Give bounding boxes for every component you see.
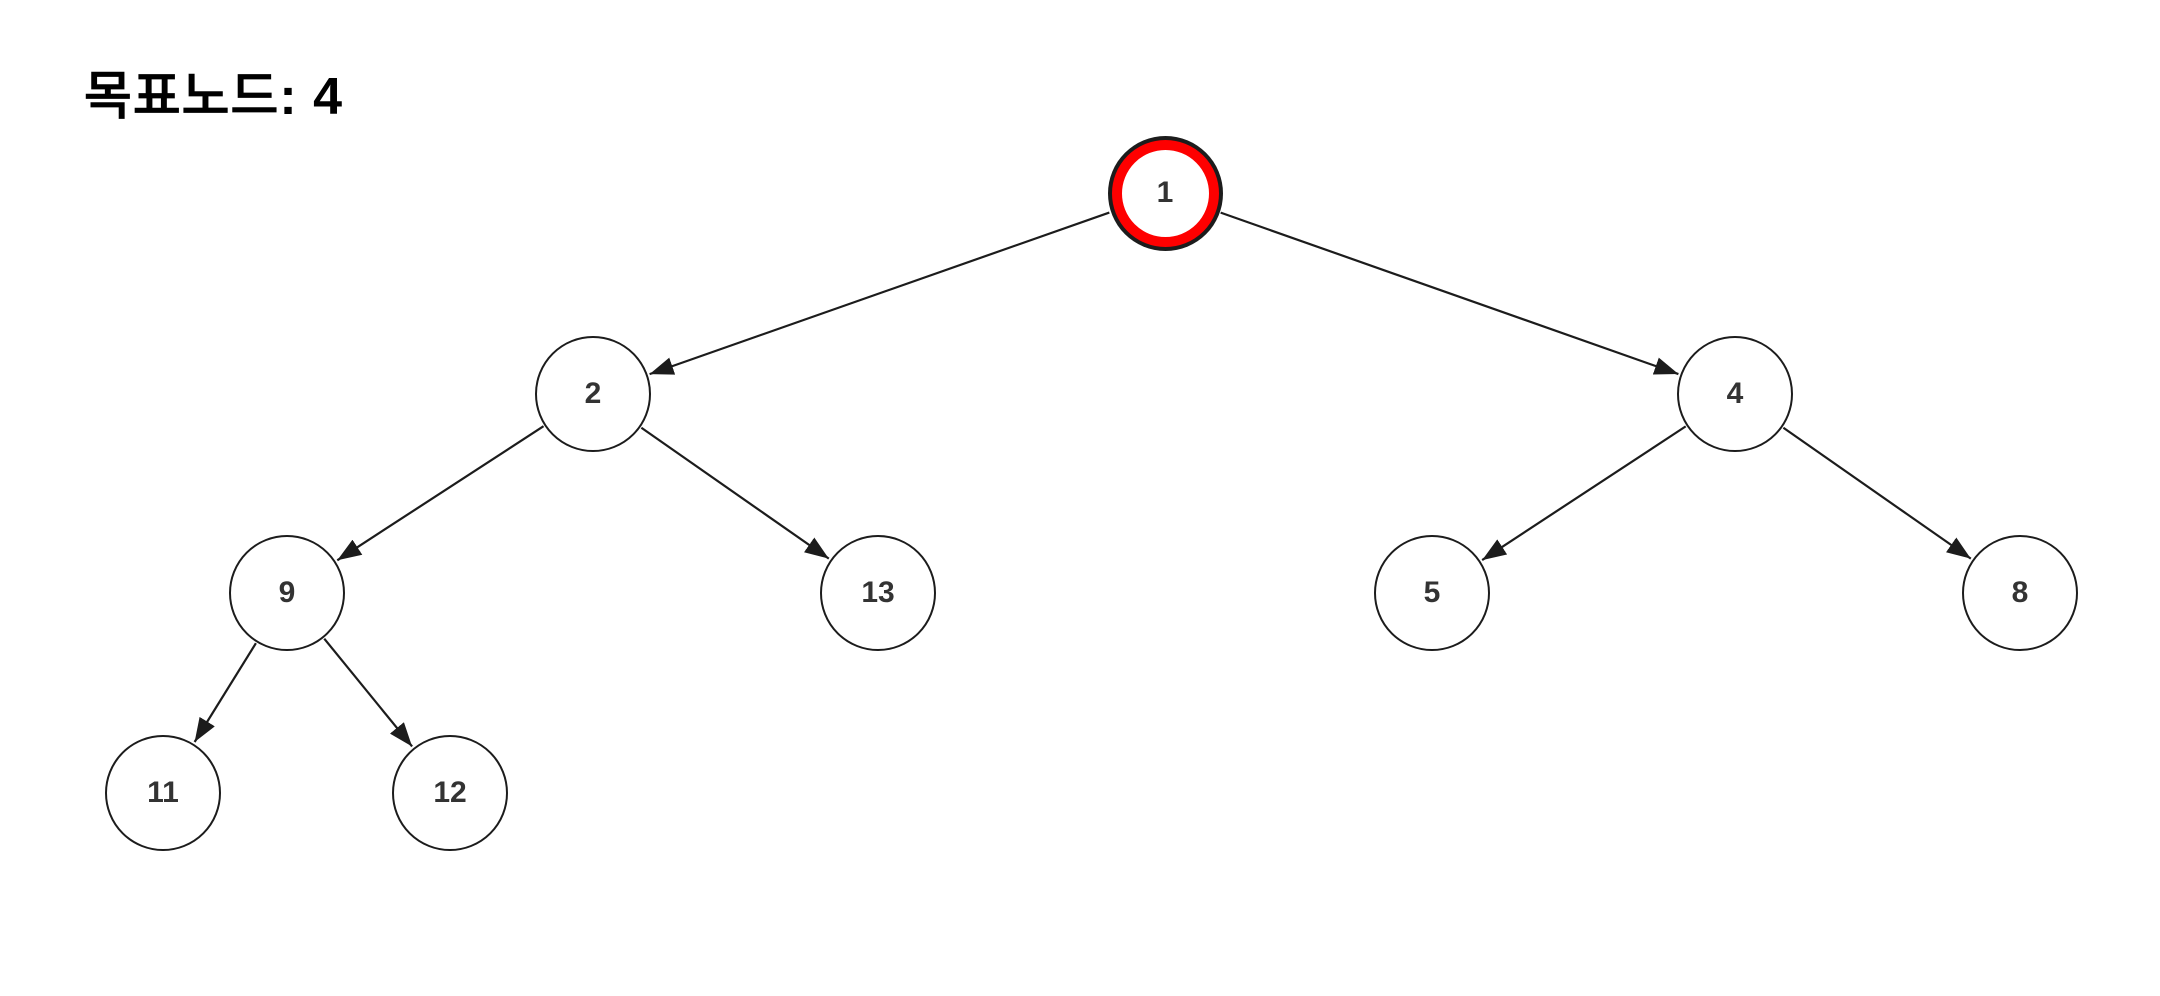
- tree-node-label: 1: [1156, 176, 1174, 209]
- tree-node-1[interactable]: 1: [1111, 139, 1219, 247]
- tree-node-4[interactable]: 4: [1677, 336, 1793, 452]
- tree-node-12[interactable]: 12: [392, 735, 508, 851]
- tree-node-label: 9: [278, 576, 296, 609]
- tree-node-8[interactable]: 8: [1962, 535, 2078, 651]
- tree-node-9[interactable]: 9: [229, 535, 345, 651]
- edge-2-13: [640, 426, 830, 560]
- edge-9-11: [193, 642, 257, 743]
- edge-1-4: [1220, 211, 1679, 376]
- tree-node-11[interactable]: 11: [105, 735, 221, 851]
- edge-1-2: [649, 211, 1110, 376]
- tree-node-13[interactable]: 13: [820, 535, 936, 651]
- tree-node-label: 2: [584, 377, 602, 410]
- page-title: 목표노드: 4: [84, 68, 344, 126]
- tree-node-label: 11: [147, 776, 179, 809]
- edge-2-9: [336, 425, 545, 562]
- edge-4-5: [1481, 425, 1687, 561]
- tree-node-label: 4: [1726, 377, 1744, 410]
- tree-node-label: 5: [1423, 576, 1441, 609]
- tree-node-label: 13: [861, 576, 895, 609]
- edge-4-8: [1782, 426, 1972, 560]
- tree-node-5[interactable]: 5: [1374, 535, 1490, 651]
- edge-9-12: [323, 638, 413, 748]
- tree-node-label: 12: [433, 776, 467, 809]
- tree-node-2[interactable]: 2: [535, 336, 651, 452]
- tree-node-label: 8: [2011, 576, 2029, 609]
